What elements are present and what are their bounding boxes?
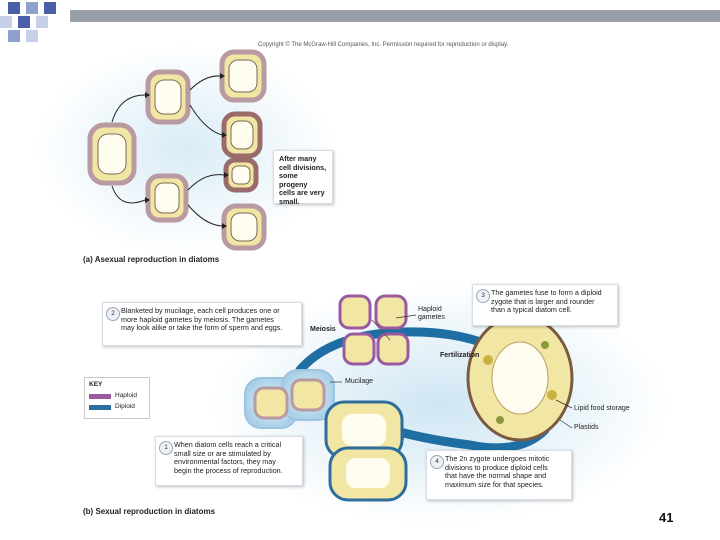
note-line: that have the normal shape and <box>445 471 547 481</box>
step-4-note: 4 The 2n zygote undergoes mitotic divisi… <box>426 450 572 500</box>
legend-label-diploid: Diploid <box>115 403 135 410</box>
haploid-gametes <box>338 294 410 366</box>
note-asexual: After many cell divisions, some progeny … <box>273 150 333 206</box>
arrow <box>111 185 146 204</box>
diatom-cell-parent <box>87 122 137 186</box>
label-line: gametes <box>418 314 445 321</box>
label-line: Haploid <box>418 306 442 313</box>
note-line: When diatom cells reach a critical <box>174 440 282 449</box>
label-pointers <box>330 314 573 429</box>
page-number: 41 <box>659 510 674 525</box>
arrow <box>189 75 221 91</box>
step-1-note: 1 When diatom cells reach a critical sma… <box>155 436 303 486</box>
diploid-zygote <box>466 314 574 442</box>
header-decoration <box>0 2 720 42</box>
corner-squares <box>0 2 56 42</box>
note-line: environmental factors, they may <box>174 457 276 467</box>
diatom-cell-lower <box>145 173 189 223</box>
mucilage-cells <box>244 369 335 429</box>
label-fertilization: Fertilization <box>440 352 480 359</box>
note-line: The 2n zygote undergoes mitotic <box>445 454 550 463</box>
diploid-daughter-cells <box>324 400 408 502</box>
note-line: The gametes fuse to form a diploid <box>491 288 602 297</box>
label-meiosis: Meiosis <box>310 326 336 333</box>
note-line: some progeny <box>279 171 308 189</box>
legend-title: KEY <box>89 381 103 388</box>
note-line: than a typical diatom cell. <box>491 305 572 315</box>
step-3-note: 3 The gametes fuse to form a diploid zyg… <box>472 284 618 326</box>
label-lipid-food-storage: Lipid food storage <box>574 405 630 412</box>
arrow <box>187 174 225 191</box>
label-plastids: Plastids <box>574 424 599 431</box>
legend-swatch-diploid <box>89 405 111 410</box>
arrowheads <box>145 73 229 229</box>
label-mucilage: Mucilage <box>345 378 374 385</box>
note-line: divisions to produce diploid cells <box>445 462 548 472</box>
step-number: 2 <box>106 307 120 321</box>
note-line: more haploid gametes by meiosis. The gam… <box>121 314 274 324</box>
step-number: 1 <box>159 441 173 455</box>
diatom-cell-small <box>223 157 259 193</box>
note-line: After many <box>279 154 317 163</box>
step-number: 4 <box>430 455 444 469</box>
note-line: Blanketed by mucilage, each cell produce… <box>121 306 280 315</box>
step-2-note: 2 Blanketed by mucilage, each cell produ… <box>102 302 302 346</box>
label-haploid-gametes: Haploid gametes <box>418 306 445 322</box>
note-line: small size or are stimulated by <box>174 448 271 458</box>
diatom-cell-large-top <box>145 69 191 125</box>
asexual-arrows <box>111 75 225 227</box>
arrow <box>187 204 223 227</box>
asexual-cells <box>87 49 267 251</box>
step-number: 3 <box>476 289 490 303</box>
legend-key: KEY Haploid Diploid <box>84 377 150 419</box>
copyright-notice: Copyright © The McGraw-Hill Companies, I… <box>258 42 509 48</box>
note-line: small. <box>279 196 300 206</box>
diatom-cell-large-top2 <box>219 49 267 103</box>
arrow <box>189 104 223 136</box>
diatom-cell-bottom <box>221 203 267 251</box>
title-bar <box>70 10 720 22</box>
diatom-cell-mid-top <box>221 111 263 159</box>
note-line: maximum size for that species. <box>445 479 544 489</box>
legend-label-haploid: Haploid <box>115 392 138 399</box>
arrow <box>111 94 146 123</box>
note-line: zygote that is larger and rounder <box>491 296 595 306</box>
caption-part-b: (b) Sexual reproduction in diatoms <box>83 507 216 516</box>
cycle-arrow <box>295 327 550 453</box>
note-line: may look alike or take the form of sperm… <box>121 323 283 333</box>
caption-part-a: (a) Asexual reproduction in diatoms <box>83 255 220 264</box>
note-line: cell divisions, <box>279 162 327 172</box>
legend-swatch-haploid <box>89 394 111 399</box>
note-line: begin the process of reproduction. <box>174 465 283 475</box>
note-line: cells are very <box>279 188 325 198</box>
